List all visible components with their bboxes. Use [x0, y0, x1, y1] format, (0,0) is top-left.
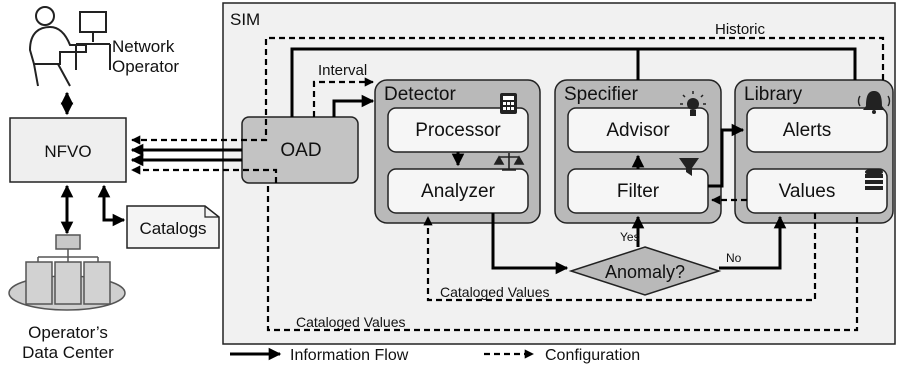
nfvo-box [9, 117, 127, 183]
legend-configuration: Configuration [545, 347, 640, 364]
historic-label: Historic [715, 21, 766, 38]
person-at-computer-icon [28, 6, 111, 87]
advisor-box [567, 107, 709, 153]
values-box [746, 168, 888, 214]
calculator-icon [500, 93, 517, 114]
information-flow-edges [60, 47, 857, 275]
analyzer-label: Analyzer [421, 181, 496, 202]
filter-funnel-icon [679, 158, 699, 176]
oad-label: OAD [280, 140, 321, 161]
sim-label: SIM [230, 10, 260, 29]
no-label: No [726, 251, 742, 265]
lightbulb-icon [680, 91, 706, 116]
alerts-box [746, 107, 888, 153]
anomaly-label: Anomaly? [605, 262, 685, 282]
database-icon [865, 168, 883, 190]
alerts-label: Alerts [783, 120, 832, 141]
filter-label: Filter [617, 181, 660, 202]
legend-information-flow: Information Flow [290, 347, 409, 364]
interval-label: Interval [318, 62, 367, 79]
datacenter-label-line2: Data Center [22, 343, 114, 362]
yes-label: Yes [620, 230, 640, 244]
network-operator-label-line1: Network [112, 37, 175, 56]
server-rack-icon [8, 234, 126, 311]
library-title: Library [744, 84, 803, 105]
anomaly-decision [568, 246, 722, 296]
values-label: Values [779, 181, 836, 202]
advisor-label: Advisor [606, 120, 670, 141]
document-icon [126, 205, 220, 249]
analyzer-box [387, 168, 529, 214]
cataloged-values-inner-label: Cataloged Values [440, 284, 549, 300]
catalogs-label: Catalogs [139, 219, 206, 238]
processor-label: Processor [415, 120, 501, 141]
configuration-edges [131, 36, 885, 332]
alarm-bell-icon [857, 91, 891, 114]
legend: Information Flow Configuration [230, 347, 640, 364]
network-operator-label-line2: Operator [112, 57, 179, 76]
scales-icon [493, 153, 525, 171]
detector-title: Detector [384, 84, 456, 105]
specifier-title: Specifier [564, 84, 639, 105]
nfvo-label: NFVO [44, 142, 91, 161]
cataloged-values-outer-label: Cataloged Values [296, 314, 405, 330]
datacenter-label-line1: Operator’s [28, 323, 108, 342]
